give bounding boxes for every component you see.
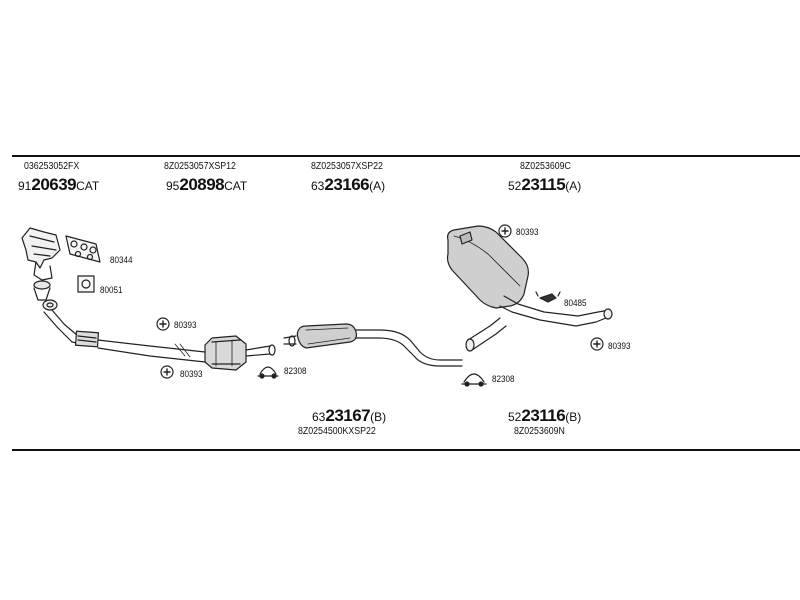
catalytic-converter-icon <box>204 335 276 371</box>
part-main-number: 23116 <box>521 406 566 425</box>
part-suffix: (B) <box>565 410 582 424</box>
part-code-middle-silencer: 8Z0253057XSP22 <box>311 161 383 172</box>
flange-gasket-icon <box>77 275 95 293</box>
callout-clamp-rear: 82308 <box>492 374 515 384</box>
callout-ring-tail: 80393 <box>608 341 631 351</box>
callout-ring-muffler: 80393 <box>516 227 539 237</box>
part-prefix: 63 <box>312 410 326 424</box>
part-number-rear-pipe: 5223116(B) <box>508 407 581 424</box>
part-prefix: 52 <box>508 410 522 424</box>
bottom-divider-line <box>12 449 800 451</box>
downpipe-icon <box>43 309 100 348</box>
part-code-manifold: 036253052FX <box>24 161 80 172</box>
callout-gasket-80344: 80344 <box>110 255 133 265</box>
part-number-middle-pipe: 6323167(B) <box>312 407 386 424</box>
part-number-rear-silencer: 5223115(A) <box>508 176 581 193</box>
outlet-flange-icon <box>42 299 58 311</box>
part-code-middle-pipe: 8Z0254500KXSP22 <box>298 426 376 437</box>
part-main-number: 20898 <box>179 175 225 194</box>
part-prefix: 91 <box>18 179 32 193</box>
part-code-rear-pipe: 8Z0253609N <box>514 426 565 437</box>
part-prefix: 52 <box>508 179 522 193</box>
part-code-rear-silencer: 8Z0253609C <box>520 161 571 172</box>
part-suffix: CAT <box>224 179 248 193</box>
part-suffix: (A) <box>369 179 386 193</box>
part-number-catalyst: 9520898CAT <box>166 176 247 193</box>
sealing-ring-icon-muffler <box>498 224 512 238</box>
callout-ring-cat-top: 80393 <box>174 320 197 330</box>
callout-ring-cat-bottom: 80393 <box>180 369 203 379</box>
part-prefix: 63 <box>311 179 325 193</box>
sealing-ring-icon-cat-top <box>156 317 170 331</box>
exhaust-manifold-icon <box>21 227 61 301</box>
rear-silencer-icon <box>446 225 613 327</box>
rear-connector-pipe-icon <box>465 317 507 352</box>
front-pipe-icon <box>97 339 206 363</box>
callout-gasket-80051: 80051 <box>100 285 123 295</box>
sealing-ring-icon-cat-bottom <box>160 365 174 379</box>
part-number-middle-silencer: 6323166(A) <box>311 176 385 193</box>
part-suffix: (A) <box>565 179 582 193</box>
middle-silencer-icon <box>283 323 463 367</box>
part-main-number: 23166 <box>324 175 370 194</box>
callout-hanger: 80485 <box>564 298 587 308</box>
part-number-manifold: 9120639CAT <box>18 176 99 193</box>
part-suffix: CAT <box>76 179 100 193</box>
part-suffix: (B) <box>370 410 387 424</box>
part-main-number: 23115 <box>521 175 566 194</box>
clamp-icon-rear <box>461 373 487 387</box>
clamp-icon-middle <box>257 366 279 379</box>
hanger-icon <box>535 291 561 303</box>
part-main-number: 23167 <box>325 406 371 425</box>
part-code-catalyst: 8Z0253057XSP12 <box>164 161 236 172</box>
manifold-gasket-icon <box>65 235 101 263</box>
part-prefix: 95 <box>166 179 180 193</box>
top-divider-line <box>12 155 800 157</box>
callout-clamp-middle: 82308 <box>284 366 307 376</box>
sealing-ring-icon-tail <box>590 337 604 351</box>
part-main-number: 20639 <box>31 175 77 194</box>
